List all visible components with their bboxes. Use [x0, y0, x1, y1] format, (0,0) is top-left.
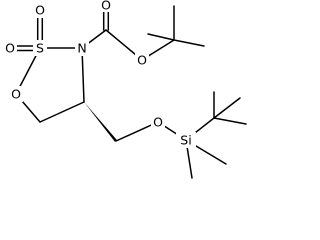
atom-ring-oxygen: O: [11, 87, 21, 102]
stereo-wedge-bond: [84, 102, 118, 142]
bond-cq-methyl-left: [147, 33, 175, 41]
atom-silicon: Si: [180, 133, 191, 148]
bond-ctert-methyl-right: [213, 117, 247, 125]
atom-sulfonyl-oxygen-left: O: [5, 41, 15, 56]
atom-labels: S N O O O O O O Si: [3, 0, 196, 148]
atom-sulfonyl-oxygen-top: O: [35, 3, 45, 18]
atom-sulfur: S: [36, 41, 44, 56]
atom-ether-oxygen: O: [153, 115, 163, 130]
atom-nitrogen: N: [77, 41, 86, 56]
atom-carbonyl-oxygen: O: [101, 0, 111, 13]
molecule-structure: S N O O O O O O Si: [3, 0, 247, 179]
bond-ctert-methyl-upright: [213, 97, 241, 119]
bond-cq-methyl-right: [173, 39, 205, 47]
bond-ch2-c4: [39, 101, 85, 123]
bond-c4-n: [81, 47, 85, 103]
atom-ester-oxygen: O: [137, 53, 147, 68]
ring-bonds: [15, 47, 85, 123]
